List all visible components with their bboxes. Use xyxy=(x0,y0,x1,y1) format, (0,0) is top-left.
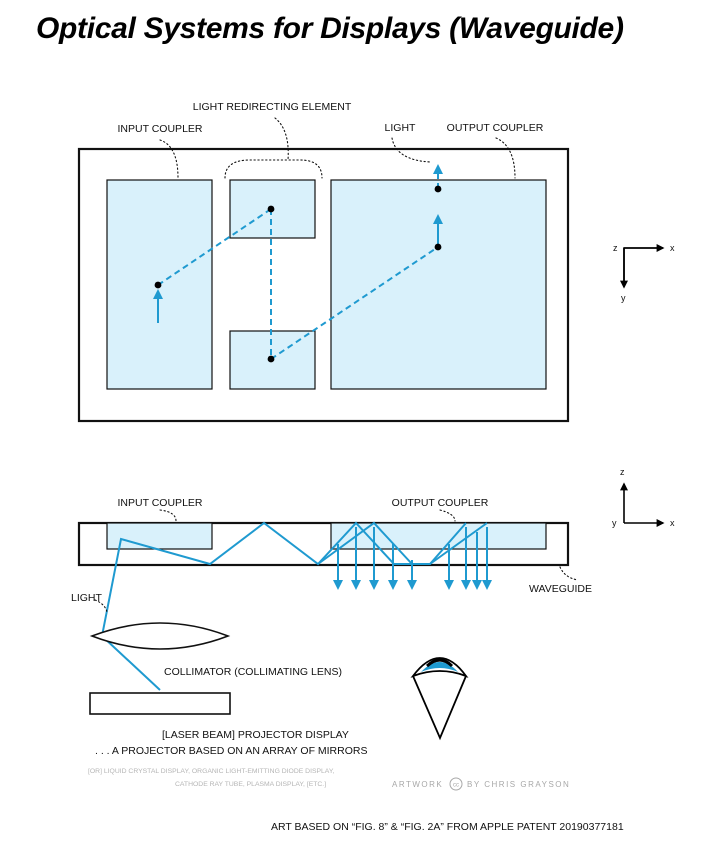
alternatives-line2: CATHODE RAY TUBE, PLASMA DISPLAY, [ETC.] xyxy=(175,781,326,788)
side-input-coupler-leader xyxy=(159,509,177,522)
side-ray-branch-a xyxy=(317,521,413,565)
projector-label-line1: [LASER BEAM] PROJECTOR DISPLAY xyxy=(162,729,349,741)
credit-artist: BY CHRIS GRAYSON xyxy=(467,780,570,789)
side-input-coupler xyxy=(106,522,213,550)
side-axes: z y x xyxy=(612,467,675,528)
top-axes: z x y xyxy=(613,243,675,303)
top-light-label: LIGHT xyxy=(385,122,417,134)
side-output-coupler xyxy=(330,522,547,550)
eye-icon xyxy=(410,657,469,741)
side-input-coupler-label: INPUT COUPLER xyxy=(118,497,203,509)
top-dot-1 xyxy=(154,281,162,289)
side-light-path xyxy=(100,521,492,691)
projector-display xyxy=(89,692,231,715)
side-ray-branch-b xyxy=(429,522,488,565)
page-title: Optical Systems for Displays (Waveguide) xyxy=(36,12,624,45)
artwork-credit: ARTWORK cc BY CHRIS GRAYSON xyxy=(392,777,570,791)
top-redirect-bracket xyxy=(224,159,323,179)
top-view: INPUT COUPLER LIGHT REDIRECTING ELEMENT … xyxy=(77,101,675,423)
top-dot-2 xyxy=(267,205,275,213)
top-dot-5 xyxy=(434,185,442,193)
top-ray-seg-3 xyxy=(270,246,439,360)
side-output-coupler-leader xyxy=(439,509,456,522)
cc-icon xyxy=(449,777,463,791)
side-axis-z-label: z xyxy=(620,467,625,477)
side-waveguide-label: WAVEGUIDE xyxy=(529,583,592,595)
top-output-coupler xyxy=(330,179,547,390)
credit-cc-mark: cc xyxy=(453,783,459,789)
top-dot-4 xyxy=(434,243,442,251)
side-waveguide-leader xyxy=(559,566,579,581)
side-axis-y-label: y xyxy=(612,518,617,528)
top-axis-x-label: x xyxy=(670,243,675,253)
credit-artwork: ARTWORK xyxy=(392,780,443,789)
top-output-coupler-label: OUTPUT COUPLER xyxy=(447,122,544,134)
top-output-coupler-leader xyxy=(495,137,516,179)
side-light-leader xyxy=(94,599,108,613)
top-dot-3 xyxy=(267,355,275,363)
top-axis-y-label: y xyxy=(621,293,626,303)
collimator-label: COLLIMATOR (COLLIMATING LENS) xyxy=(164,666,342,678)
top-light-path xyxy=(153,164,443,363)
side-axis-x-label: x xyxy=(670,518,675,528)
top-light-leader xyxy=(391,137,431,163)
top-input-coupler-label: INPUT COUPLER xyxy=(118,123,203,135)
top-redirect-label: LIGHT REDIRECTING ELEMENT xyxy=(193,101,352,113)
top-redirect-leader xyxy=(274,117,289,161)
side-view: INPUT COUPLER OUTPUT COUPLER WAVEGUIDE L… xyxy=(71,467,675,788)
alternatives-line1: [OR] LIQUID CRYSTAL DISPLAY, ORGANIC LIG… xyxy=(88,768,334,775)
top-input-coupler-leader xyxy=(159,139,179,179)
projector-label-line2: . . . A PROJECTOR BASED ON AN ARRAY OF M… xyxy=(95,745,367,757)
top-axis-z-label: z xyxy=(613,243,618,253)
side-light-label: LIGHT xyxy=(71,592,103,604)
top-ray-seg-1 xyxy=(157,208,272,286)
side-output-coupler-label: OUTPUT COUPLER xyxy=(392,497,489,509)
collimator-lens xyxy=(89,622,231,650)
footer-source: ART BASED ON “FIG. 8” & “FIG. 2A” FROM A… xyxy=(271,821,624,833)
